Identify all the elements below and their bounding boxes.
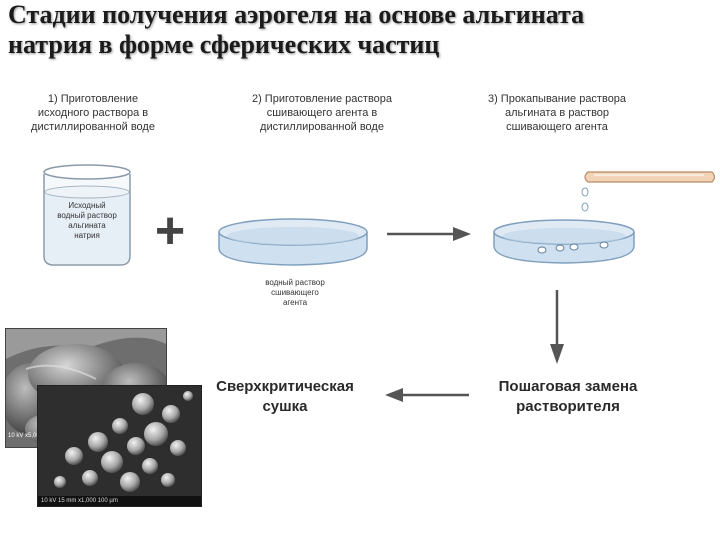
- arrow-left-icon: [383, 385, 473, 405]
- beaker-label-line-4: натрия: [46, 231, 128, 241]
- solvent-exchange-line-1: Пошаговая замена: [478, 377, 658, 397]
- dish-label: водный раствор сшивающего агента: [235, 278, 355, 308]
- pipette-icon: [580, 168, 720, 188]
- sem-back-caption-1: 10 kV: [8, 433, 23, 439]
- step-1-label: 1) Приготовление исходного раствора в ди…: [18, 92, 168, 134]
- step-1-line-2: исходного раствора в: [18, 106, 168, 120]
- solvent-exchange-line-2: растворителя: [478, 397, 658, 417]
- step-2-label: 2) Приготовление раствора сшивающего аге…: [222, 92, 422, 134]
- arrow-down-icon: [547, 288, 567, 368]
- title-line-1: Стадии получения аэрогеля на основе альг…: [8, 0, 584, 29]
- slide-title: Стадии получения аэрогеля на основе альг…: [8, 0, 708, 60]
- dish-label-line-1: водный раствор: [235, 278, 355, 288]
- step-3-label: 3) Прокапывание раствора альгината в рас…: [462, 92, 652, 134]
- plus-sign: +: [150, 205, 190, 257]
- beaker-label: Исходный водный раствор альгината натрия: [46, 201, 128, 241]
- supercritical-drying-line-2: сушка: [200, 397, 370, 417]
- solvent-exchange-label: Пошаговая замена растворителя: [478, 377, 658, 417]
- step-2-line-1: 2) Приготовление раствора: [222, 92, 422, 106]
- petri-dish-with-beads-illustration: [490, 214, 650, 274]
- step-1-line-3: дистиллированной воде: [18, 120, 168, 134]
- supercritical-drying-line-1: Сверхкритическая: [200, 377, 370, 397]
- step-3-line-2: альгината в раствор: [462, 106, 652, 120]
- sem-front-caption: 10 kV 15 mm x1,000 100 µm: [41, 497, 118, 505]
- title-line-2: натрия в форме сферических частиц: [8, 30, 439, 59]
- beaker-label-line-2: водный раствор: [46, 211, 128, 221]
- beaker-label-line-3: альгината: [46, 221, 128, 231]
- dish-label-line-3: агента: [235, 298, 355, 308]
- petri-dish-illustration: [215, 212, 375, 272]
- arrow-right-icon: [385, 224, 475, 244]
- supercritical-drying-label: Сверхкритическая сушка: [200, 377, 370, 417]
- dish-label-line-2: сшивающего: [235, 288, 355, 298]
- sem-micrograph-front: 10 kV 15 mm x1,000 100 µm: [37, 385, 202, 507]
- sem-front-texture: [38, 386, 201, 506]
- step-2-line-2: сшивающего агента в: [222, 106, 422, 120]
- step-3-line-1: 3) Прокапывание раствора: [462, 92, 652, 106]
- step-3-line-3: сшивающего агента: [462, 120, 652, 134]
- beaker-label-line-1: Исходный: [46, 201, 128, 211]
- step-1-line-1: 1) Приготовление: [18, 92, 168, 106]
- step-2-line-3: дистиллированной воде: [222, 120, 422, 134]
